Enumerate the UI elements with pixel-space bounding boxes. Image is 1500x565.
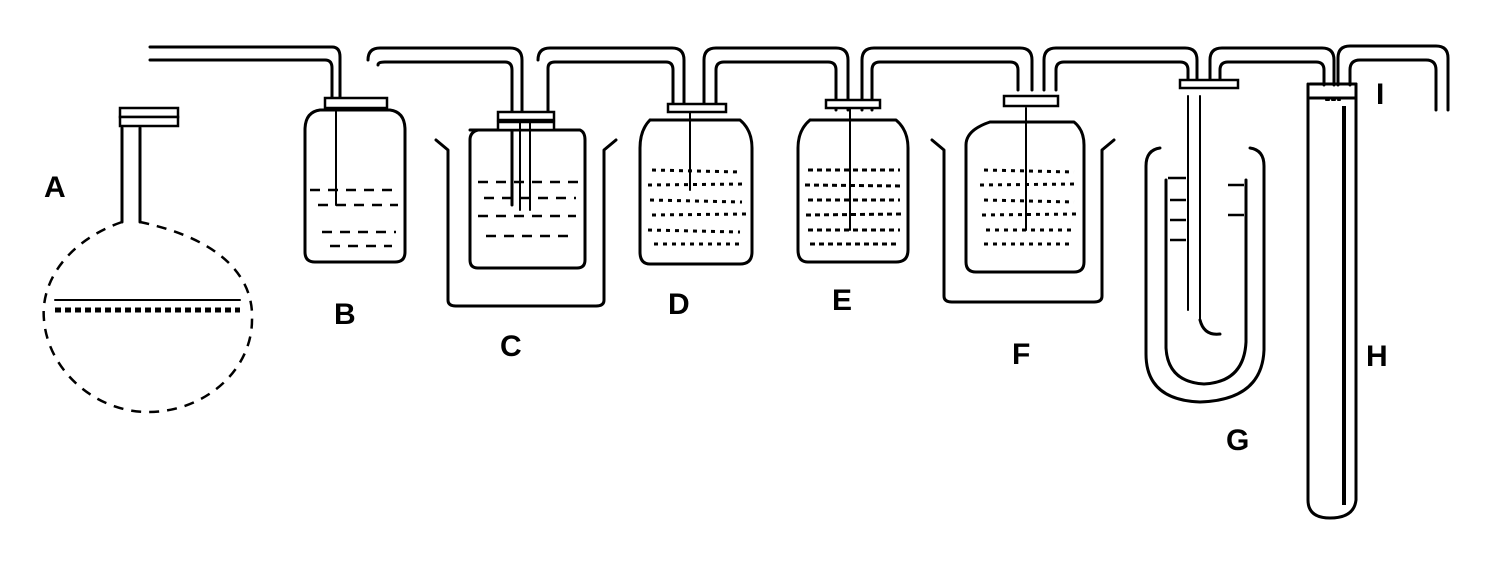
u-tube-g [1144,78,1266,404]
flask-a [42,106,254,414]
label-c: C [500,330,522,363]
label-i: I [1376,78,1384,111]
packing-e [804,168,903,246]
packing-d [647,168,747,246]
bottle-b [303,96,407,264]
beaker-c [434,110,618,308]
label-b: B [334,298,356,331]
long-tube-h [1306,82,1358,520]
bottle-e [796,98,910,264]
label-d: D [668,288,690,321]
bottle-d [638,102,754,266]
label-g: G [1226,424,1249,457]
label-f: F [1012,338,1030,371]
connecting-tubes [148,44,1450,207]
label-h: H [1366,340,1388,373]
packing-f [979,168,1077,246]
label-e: E [832,284,852,317]
label-a: A [44,171,66,204]
bath-f [930,94,1116,304]
